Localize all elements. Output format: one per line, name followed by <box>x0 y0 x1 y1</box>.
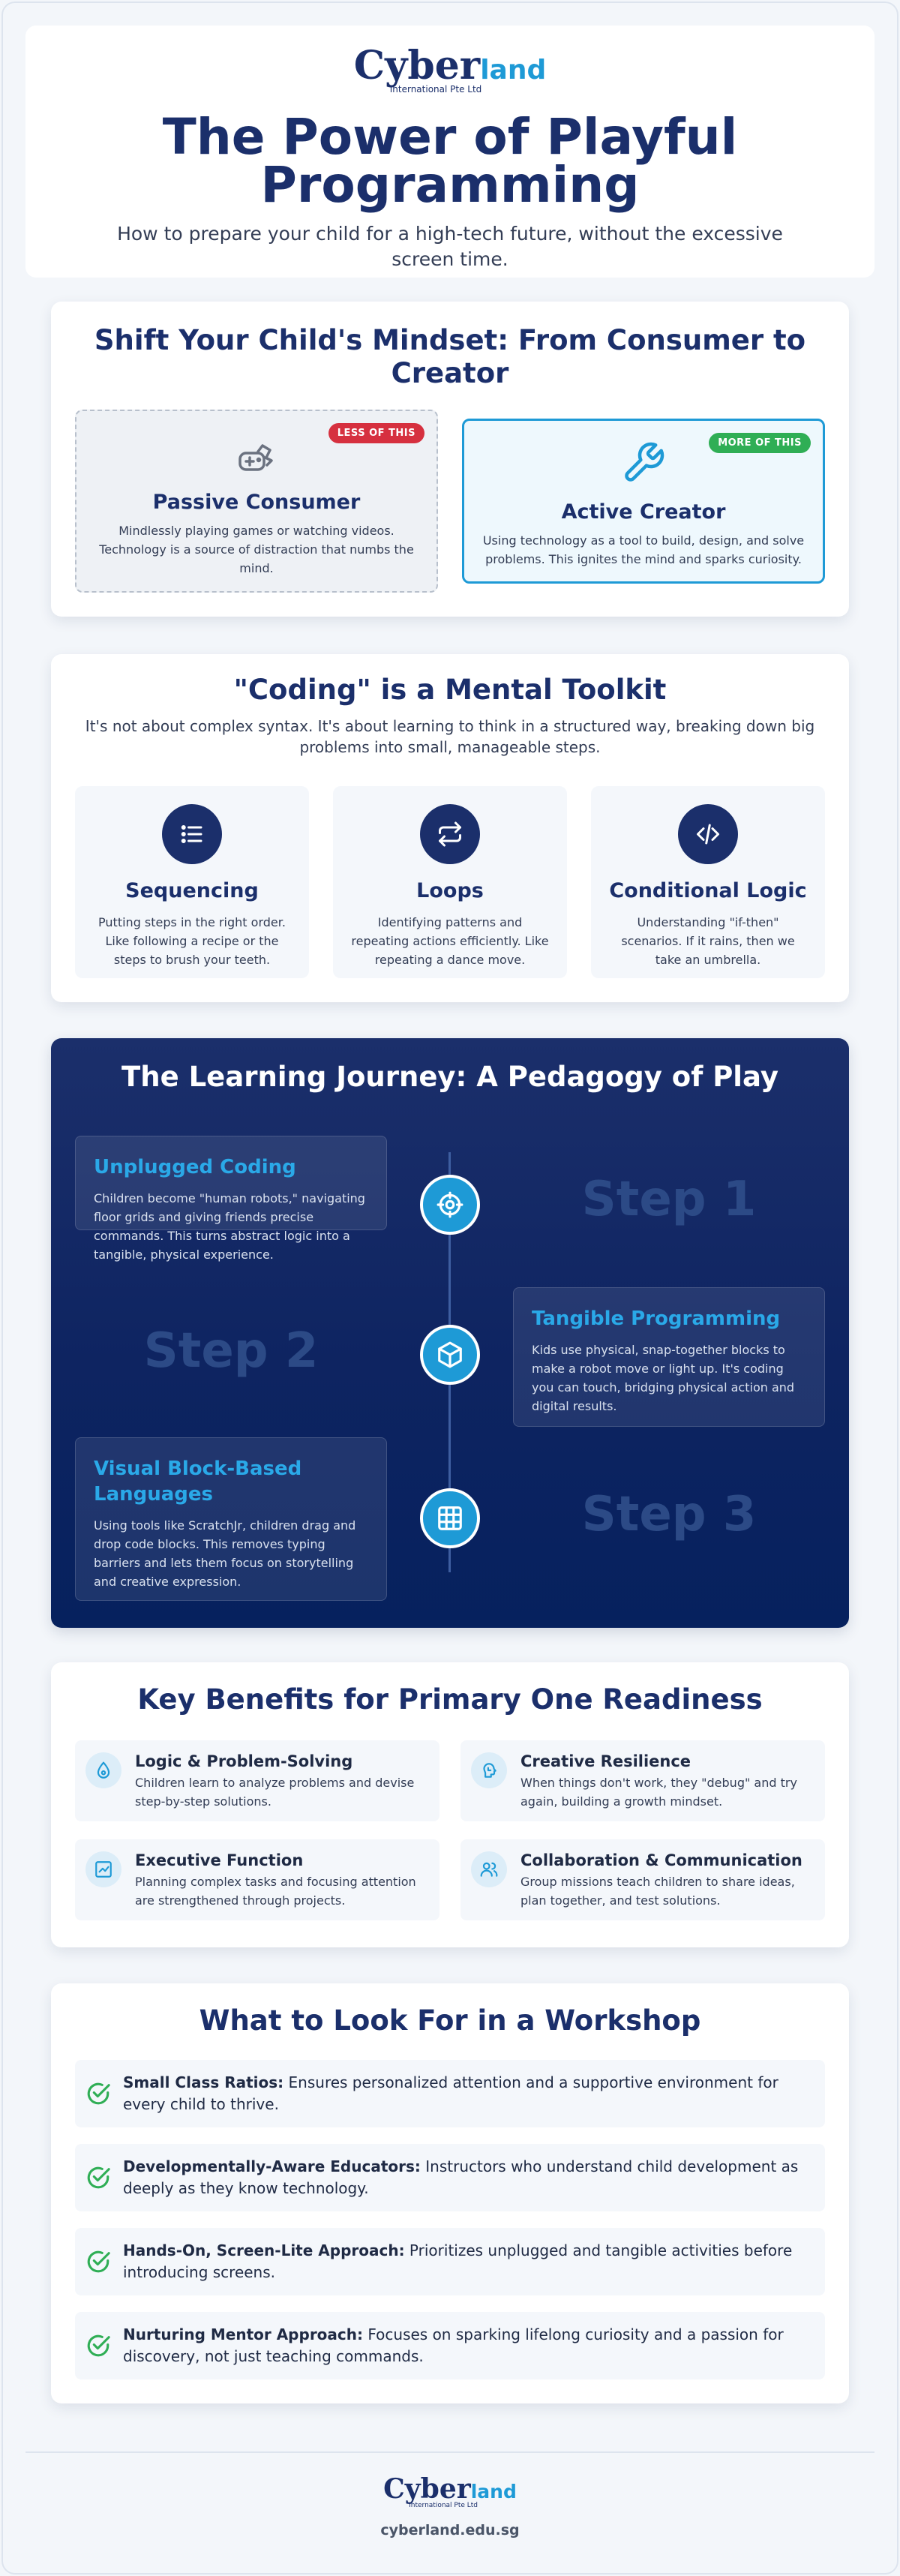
passive-consumer-title: Passive Consumer <box>152 491 361 514</box>
workshop-item-text: Instructors who understand child develop… <box>123 2157 799 2197</box>
benefit-logic-problem-solving: Logic & Problem-Solving Children learn t… <box>75 1740 440 1821</box>
footer-url-link[interactable]: cyberland.edu.sg <box>380 2522 520 2538</box>
toolkit-text-sequencing: Putting steps in the right order. Like f… <box>98 915 286 967</box>
page-subtitle: How to prepare your child for a high-tec… <box>117 223 783 270</box>
benefit-text: Planning complex tasks and focusing atte… <box>135 1875 416 1908</box>
step-3-card: Visual Block-Based Languages Using tools… <box>75 1437 387 1601</box>
workshop-item-text: Ensures personalized attention and a sup… <box>123 2073 778 2113</box>
repeat-icon <box>420 804 480 864</box>
page-title: The Power of Playful Programming <box>162 108 738 214</box>
step-2-title: Tangible Programming <box>532 1308 781 1330</box>
benefit-text: When things don't work, they "debug" and… <box>520 1776 797 1809</box>
less-of-this-badge: LESS OF THIS <box>328 423 424 443</box>
workshop-title: What to Look For in a Workshop <box>199 2004 701 2037</box>
toolkit-text-loops: Identifying patterns and repeating actio… <box>351 915 549 967</box>
logo-subtitle: International Pte Ltd <box>409 2502 478 2509</box>
logo-yber: yber <box>385 43 481 89</box>
toolkit-title-sequencing: Sequencing <box>125 879 259 902</box>
cube-icon <box>420 1325 480 1385</box>
step-3-title: Visual Block-Based Languages <box>94 1458 302 1506</box>
active-creator-card: MORE OF THIS Active Creator Using techno… <box>462 419 825 584</box>
logo-c: C <box>353 43 386 89</box>
target-icon <box>420 1175 480 1235</box>
brain-icon <box>471 1752 507 1788</box>
step-3-label: Step 3 <box>581 1487 757 1542</box>
step-1-label: Step 1 <box>581 1172 757 1227</box>
benefit-title: Collaboration & Communication <box>520 1851 802 1869</box>
users-icon <box>471 1851 507 1887</box>
footer-divider <box>26 2451 874 2453</box>
logo-c: C <box>383 2473 405 2505</box>
logo-land: land <box>480 55 547 86</box>
grid-icon <box>420 1488 480 1548</box>
passive-consumer-card: LESS OF THIS Passive Consumer Mindlessly… <box>75 410 438 593</box>
wrench-icon <box>464 440 823 488</box>
workshop-item-nurturing-mentor: Nurturing Mentor Approach: Focuses on sp… <box>75 2312 825 2379</box>
header: Cyberland International Pte Ltd The Powe… <box>26 26 874 278</box>
check-circle-icon <box>86 2249 111 2277</box>
journey-section: The Learning Journey: A Pedagogy of Play… <box>51 1038 849 1628</box>
step-1-card: Unplugged Coding Children become "human … <box>75 1136 387 1262</box>
benefit-text: Children learn to analyze problems and d… <box>135 1776 415 1809</box>
step-2-card: Tangible Programming Kids use physical, … <box>513 1287 825 1427</box>
workshop-item-small-class-ratios: Small Class Ratios: Ensures personalized… <box>75 2060 825 2127</box>
step-1-text: Children become "human robots," navigati… <box>94 1191 365 1262</box>
logo-land: land <box>470 2481 517 2502</box>
toolkit-section: "Coding" is a Mental Toolkit It's not ab… <box>51 654 849 1002</box>
journey-title: The Learning Journey: A Pedagogy of Play <box>122 1061 778 1093</box>
chart-icon <box>86 1851 122 1887</box>
benefit-text: Group missions teach children to share i… <box>520 1875 795 1908</box>
passive-consumer-text: Mindlessly playing games or watching vid… <box>99 524 414 575</box>
benefits-title: Key Benefits for Primary One Readiness <box>137 1683 763 1716</box>
brand-logo[interactable]: Cyberland International Pte Ltd <box>354 47 546 95</box>
drop-icon <box>86 1752 122 1788</box>
step-2-label: Step 2 <box>143 1323 319 1379</box>
workshop-section: What to Look For in a Workshop Small Cla… <box>51 1983 849 2403</box>
check-circle-icon <box>86 2081 111 2109</box>
workshop-item-heading: Hands-On, Screen-Lite Approach: <box>123 2241 405 2259</box>
check-circle-icon <box>86 2333 111 2361</box>
benefit-title: Logic & Problem-Solving <box>135 1752 353 1770</box>
benefit-executive-function: Executive Function Planning complex task… <box>75 1839 440 1920</box>
gamepad-icon <box>76 441 436 480</box>
active-creator-text: Using technology as a tool to build, des… <box>482 533 805 566</box>
step-1-title: Unplugged Coding <box>94 1156 296 1178</box>
mindset-section: Shift Your Child's Mindset: From Consume… <box>51 302 849 617</box>
workshop-item-text: Prioritizes unplugged and tangible activ… <box>123 2241 793 2281</box>
toolkit-title: "Coding" is a Mental Toolkit <box>233 674 667 706</box>
benefit-title: Creative Resilience <box>520 1752 692 1770</box>
toolkit-card-loops: Loops Identifying patterns and repeating… <box>333 786 567 978</box>
toolkit-card-conditional-logic: Conditional Logic Understanding "if-then… <box>591 786 825 978</box>
toolkit-title-conditional-logic: Conditional Logic <box>609 879 807 902</box>
workshop-item-developmentally-aware-educators: Developmentally-Aware Educators: Instruc… <box>75 2144 825 2211</box>
footer-logo[interactable]: Cyberland International Pte Ltd <box>383 2475 517 2509</box>
toolkit-text-conditional-logic: Understanding "if-then" scenarios. If it… <box>621 915 795 967</box>
footer: Cyberland International Pte Ltd cyberlan… <box>0 2475 900 2538</box>
active-creator-title: Active Creator <box>561 500 726 524</box>
code-icon <box>678 804 738 864</box>
benefit-creative-resilience: Creative Resilience When things don't wo… <box>460 1740 825 1821</box>
check-circle-icon <box>86 2165 111 2193</box>
logo-yber: yber <box>404 2473 471 2505</box>
toolkit-subtitle: It's not about complex syntax. It's abou… <box>85 717 815 756</box>
step-2-text: Kids use physical, snap-together blocks … <box>532 1343 795 1413</box>
toolkit-card-sequencing: Sequencing Putting steps in the right or… <box>75 786 309 978</box>
list-icon <box>162 804 222 864</box>
benefit-collaboration-communication: Collaboration & Communication Group miss… <box>460 1839 825 1920</box>
workshop-item-hands-on-screen-lite: Hands-On, Screen-Lite Approach: Prioriti… <box>75 2228 825 2295</box>
step-3-text: Using tools like ScratchJr, children dra… <box>94 1518 356 1589</box>
toolkit-title-loops: Loops <box>416 879 484 902</box>
benefit-title: Executive Function <box>135 1851 304 1869</box>
benefits-section: Key Benefits for Primary One Readiness L… <box>51 1662 849 1947</box>
workshop-item-heading: Nurturing Mentor Approach: <box>123 2325 364 2343</box>
workshop-item-heading: Developmentally-Aware Educators: <box>123 2157 421 2175</box>
mindset-title: Shift Your Child's Mindset: From Consume… <box>94 324 806 389</box>
workshop-item-text: Focuses on sparking lifelong curiosity a… <box>123 2325 784 2365</box>
logo-subtitle: International Pte Ltd <box>389 84 482 95</box>
workshop-item-heading: Small Class Ratios: <box>123 2073 284 2091</box>
more-of-this-badge: MORE OF THIS <box>709 433 811 453</box>
